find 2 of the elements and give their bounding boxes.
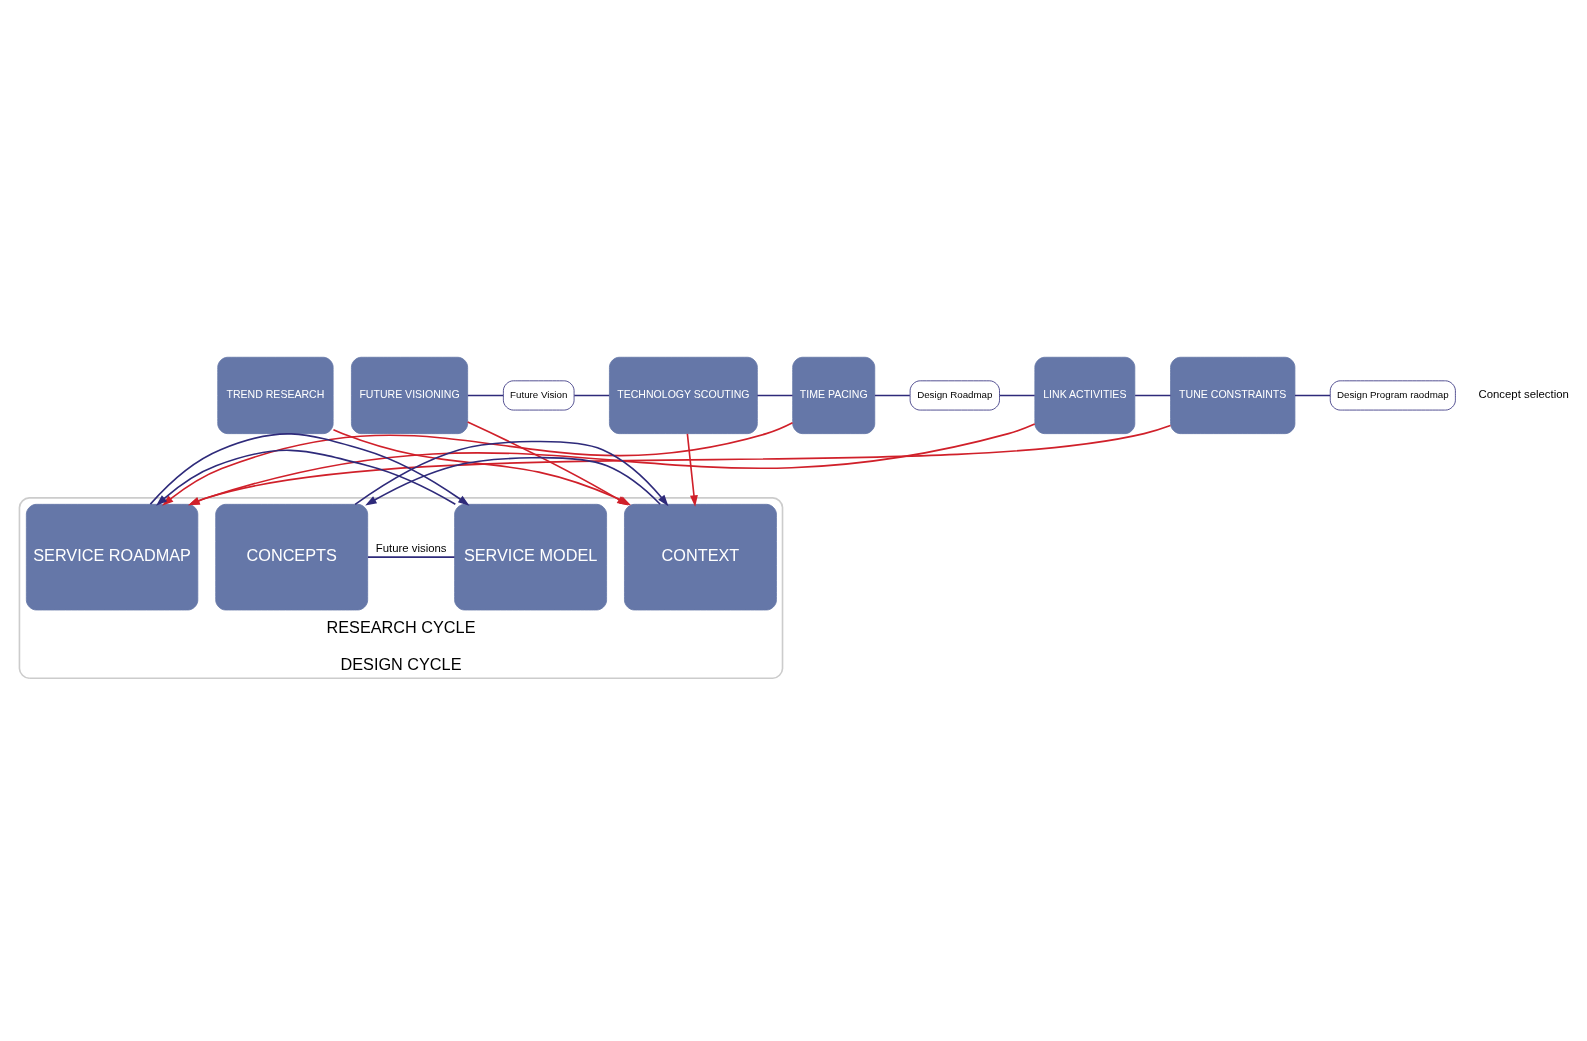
label: Concept selection [1478, 387, 1569, 400]
edge-label: Future visions [375, 541, 447, 554]
